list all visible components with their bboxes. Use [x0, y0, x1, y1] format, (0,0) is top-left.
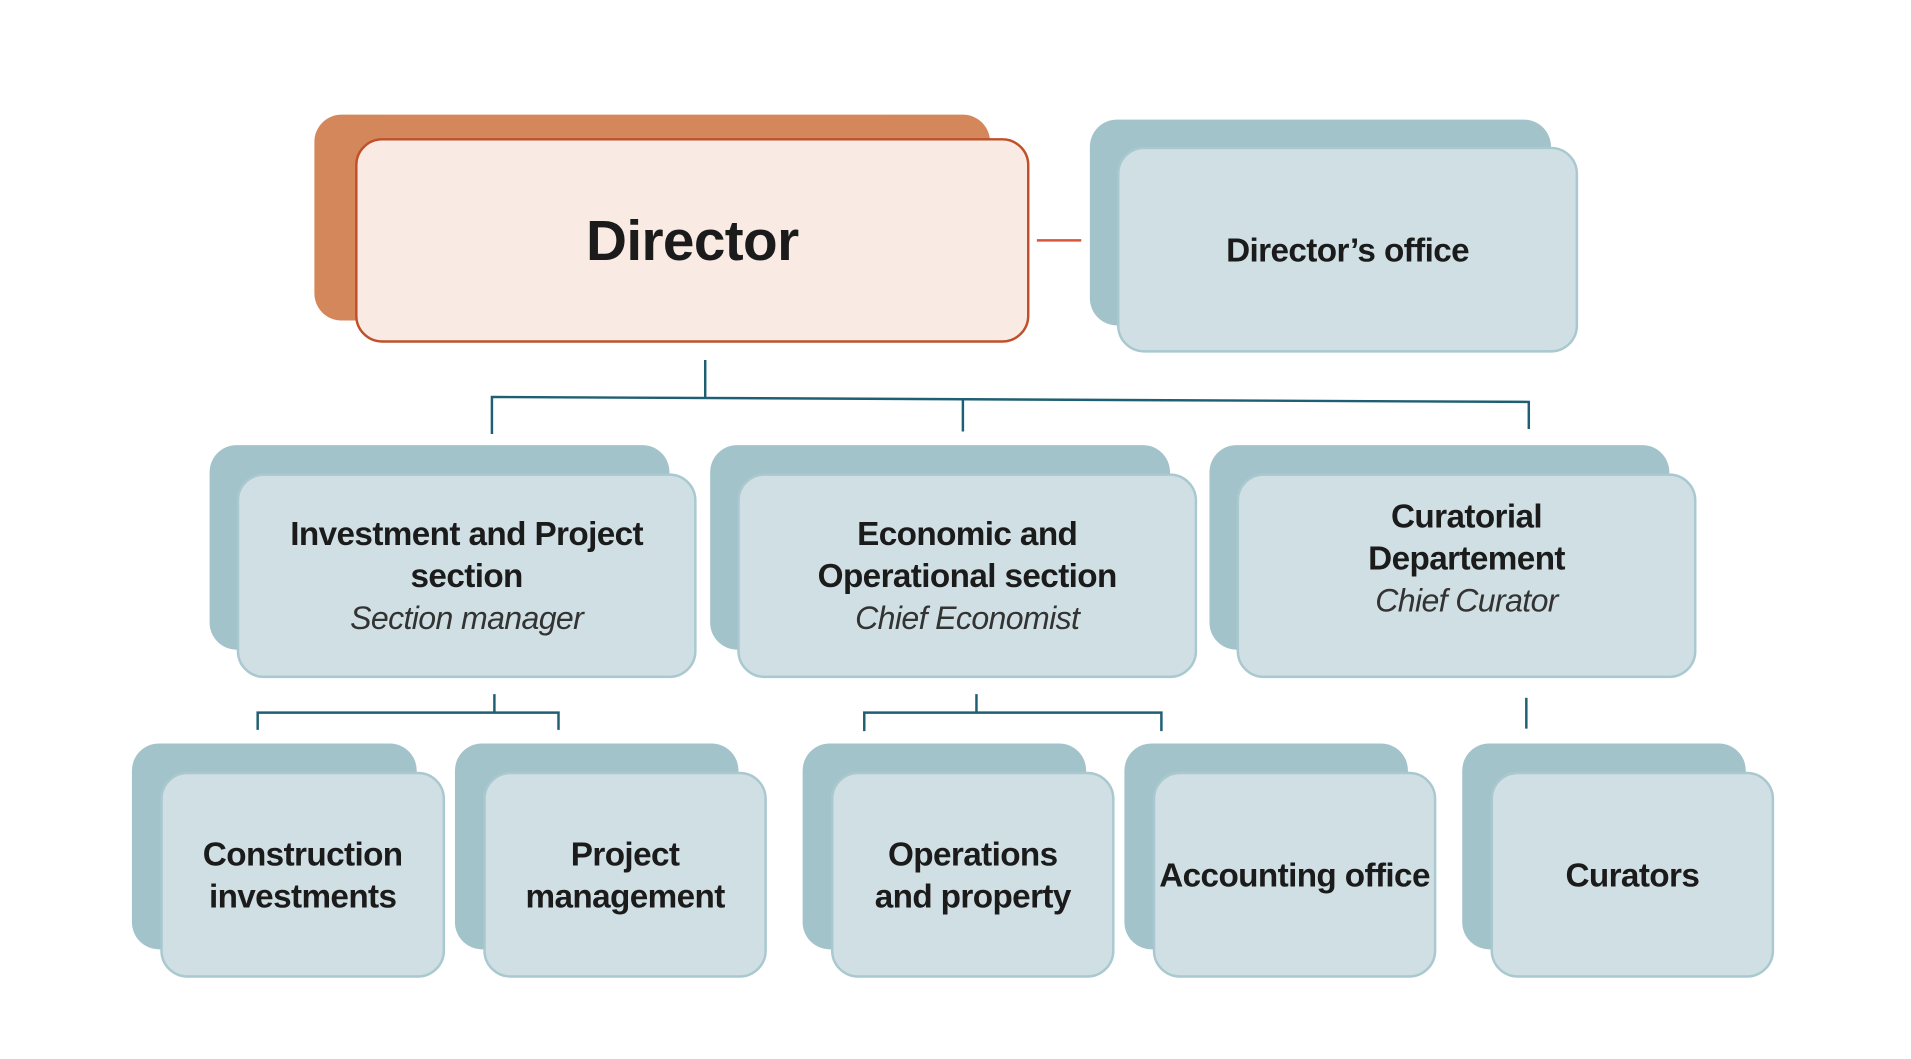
unit-box: Project management: [483, 771, 767, 978]
director-box: Director: [355, 138, 1030, 343]
unit-title: Curators: [1565, 856, 1700, 894]
unit-title: Project management: [525, 835, 725, 915]
unit-title: Accounting office: [1159, 856, 1430, 894]
unit-box: Operations and property: [830, 771, 1115, 978]
unit-box: Accounting office: [1152, 771, 1437, 978]
unit-box: Construction investments: [160, 771, 446, 978]
section-subtitle: Chief Economist: [855, 599, 1080, 637]
section-title: Curatorial Departement: [1368, 498, 1565, 577]
section-subtitle: Chief Curator: [1375, 581, 1558, 619]
unit-box: Curators: [1490, 771, 1775, 978]
office-box: Director’s office: [1117, 146, 1579, 353]
connector-lines: [256, 360, 1531, 732]
section-title: Investment and Project section: [290, 515, 644, 595]
unit-title: Operations and property: [874, 835, 1072, 915]
section-title: Economic and Operational section: [817, 515, 1118, 595]
unit-title: Construction investments: [202, 835, 403, 915]
director-title: Director: [585, 208, 799, 273]
office-title: Director’s office: [1226, 231, 1470, 269]
section-subtitle: Section manager: [350, 599, 584, 637]
